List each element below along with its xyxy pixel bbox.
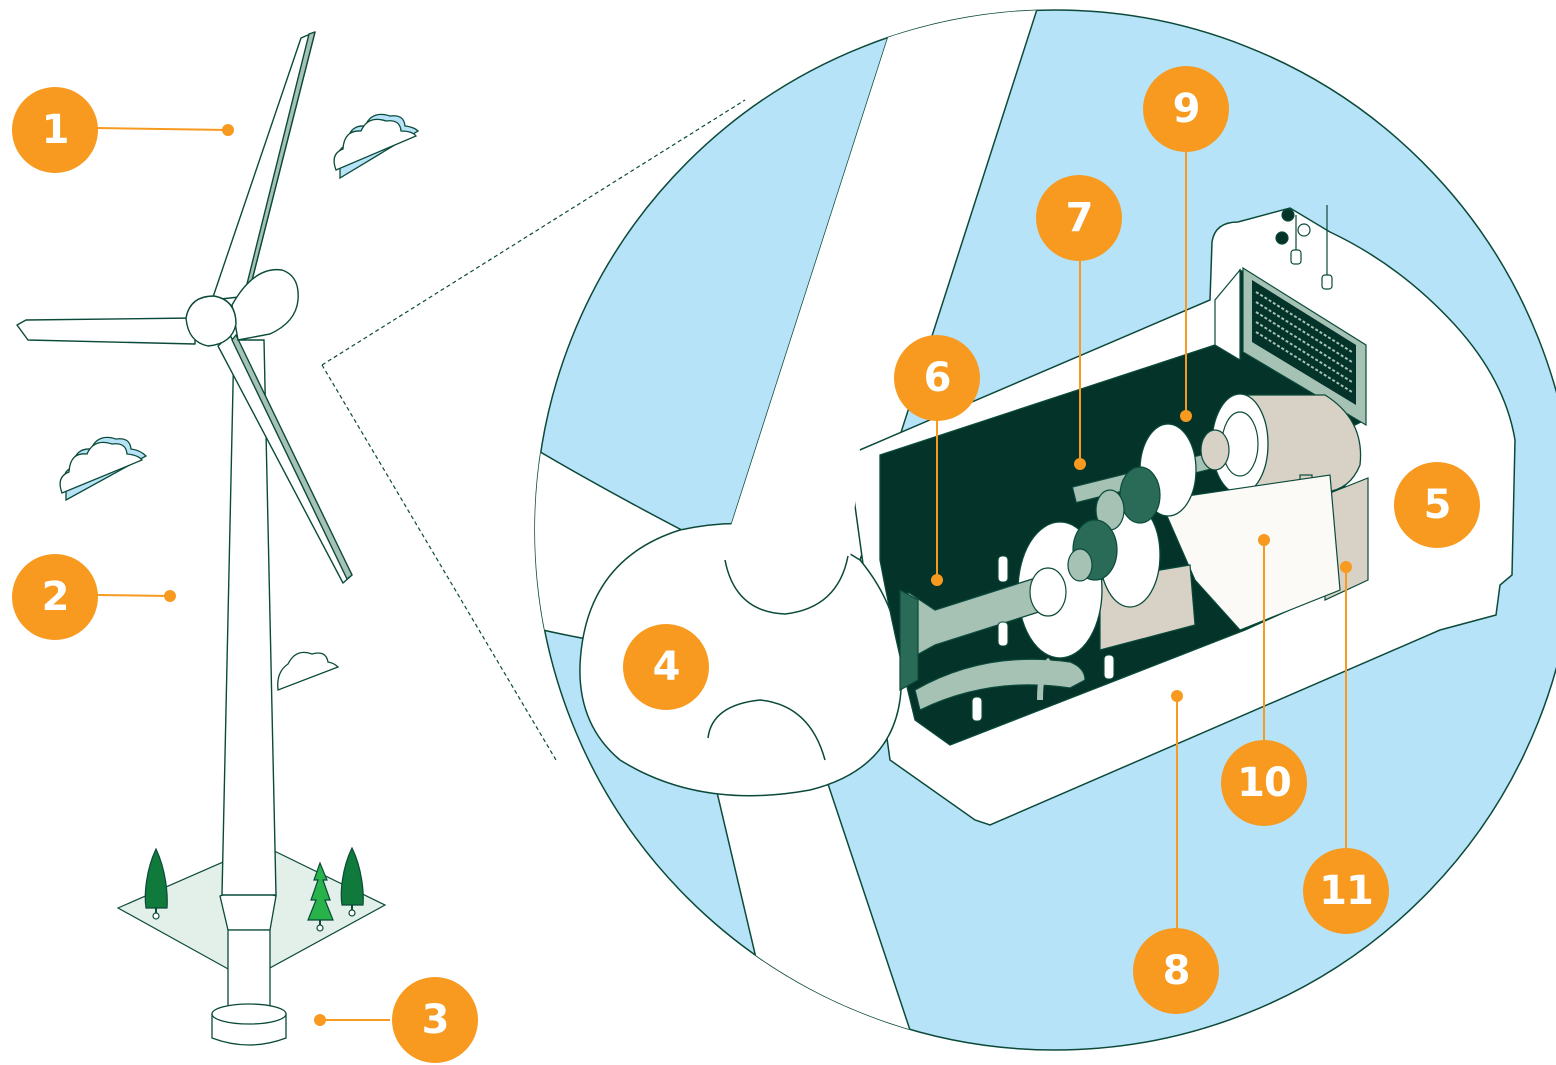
generator [1211, 393, 1362, 516]
rotor-blades [16, 31, 353, 584]
tree-icon [144, 847, 168, 920]
callout-badge-1: 1 [12, 87, 98, 173]
callout-leaders [96, 124, 1352, 1026]
radiator-grille [1242, 266, 1367, 427]
main-shaft [899, 567, 1067, 692]
foundation [211, 890, 287, 1046]
callout-badge-9: 9 [1143, 66, 1229, 152]
callout-badge-10: 10 [1221, 740, 1307, 826]
anemometer-icon [1275, 208, 1311, 265]
cloud-icon [59, 436, 148, 502]
cloud-icon [277, 651, 340, 691]
callout-badge-2: 2 [12, 554, 98, 640]
cloud-icon [333, 113, 420, 180]
callout-badge-3: 3 [392, 977, 478, 1063]
zoom-indicator-line [321, 364, 557, 761]
callout-badge-11: 11 [1303, 848, 1389, 934]
turbine-overview [16, 31, 420, 1046]
zoom-indicator-line [321, 99, 746, 366]
callout-badge-4: 4 [623, 624, 709, 710]
zoom-detail [534, 9, 1556, 1051]
yaw-motor [971, 555, 1115, 722]
hub [185, 295, 237, 347]
nacelle [231, 268, 299, 341]
wind-vane-icon [1321, 205, 1333, 290]
tree-icon [340, 846, 364, 917]
callout-badge-7: 7 [1036, 175, 1122, 261]
gearbox [1017, 466, 1196, 659]
tower [221, 339, 277, 896]
tree-icon [307, 861, 334, 932]
callout-badge-8: 8 [1133, 928, 1219, 1014]
callout-badge-5: 5 [1394, 462, 1480, 548]
callout-badge-6: 6 [894, 335, 980, 421]
